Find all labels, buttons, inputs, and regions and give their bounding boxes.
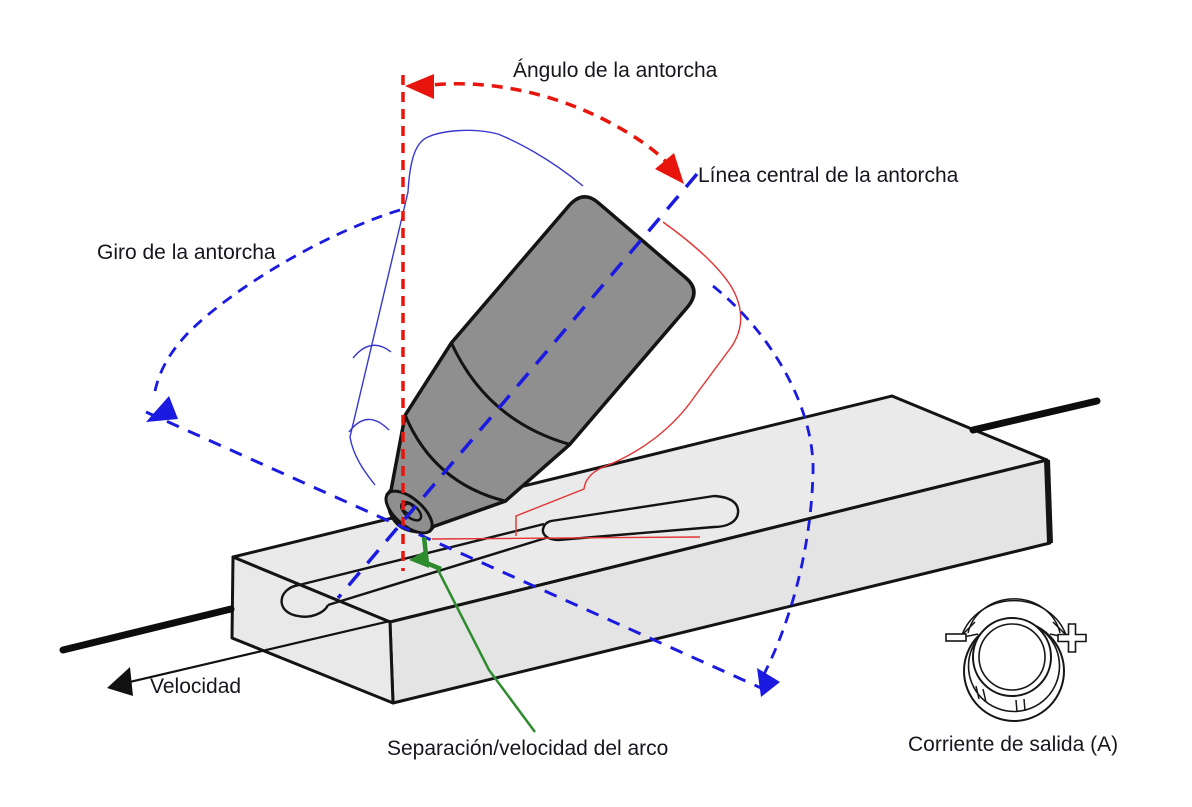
- torch-angle-group: [401, 74, 684, 571]
- rotation-arc-left: [153, 208, 401, 392]
- centerline-group: [145, 172, 771, 694]
- label-arc-gap-speed: Separación/velocidad del arco: [387, 737, 669, 760]
- workpiece-right-edge: [1044, 459, 1053, 544]
- plus-icon: [1057, 623, 1087, 653]
- minus-icon: [945, 633, 967, 642]
- label-travel-speed: Velocidad: [150, 675, 242, 698]
- knob-ridges: [975, 685, 1026, 713]
- seam-wire-left: [59, 605, 235, 654]
- torch-angle-arc: [415, 82, 681, 178]
- knob-top-face: [972, 617, 1052, 697]
- rotation-arrowhead-left: [146, 396, 178, 422]
- current-knob-icon: [945, 598, 1087, 722]
- knob-inner-ring: [978, 623, 1046, 691]
- weld-slot: [541, 494, 740, 542]
- label-torch-centerline: Línea central de la antorcha: [698, 164, 959, 187]
- groove-start-notch: [280, 583, 330, 618]
- label-output-current: Corriente de salida (A): [908, 733, 1119, 756]
- angle-arrowhead-left: [405, 74, 434, 99]
- speed-arrow: [107, 619, 391, 696]
- workpiece: [230, 394, 1053, 705]
- torch-ghost-blue: [348, 129, 584, 486]
- arc-gap-arrowhead: [409, 550, 429, 568]
- label-torch-angle: Ángulo de la antorcha: [513, 59, 718, 82]
- speed-arrowhead: [107, 667, 133, 696]
- rotation-arrowhead-right: [757, 668, 780, 697]
- seam-wire: [59, 397, 1101, 654]
- rotation-arc-right: [712, 284, 815, 681]
- arc-gap-leader-line: [434, 565, 537, 733]
- torch-ghost-red: [431, 221, 742, 540]
- knob-arrow-arc-inner: [967, 598, 1061, 634]
- arc-gap-indicator: [409, 536, 537, 733]
- angle-arrowhead-right: [655, 153, 684, 184]
- knob-arrow-arc-outer: [960, 599, 1068, 639]
- label-torch-rotation: Giro de la antorcha: [97, 241, 276, 264]
- seam-wire-right: [969, 397, 1101, 434]
- torch-rotation-arc: [146, 208, 815, 697]
- torch-centerline: [336, 172, 699, 600]
